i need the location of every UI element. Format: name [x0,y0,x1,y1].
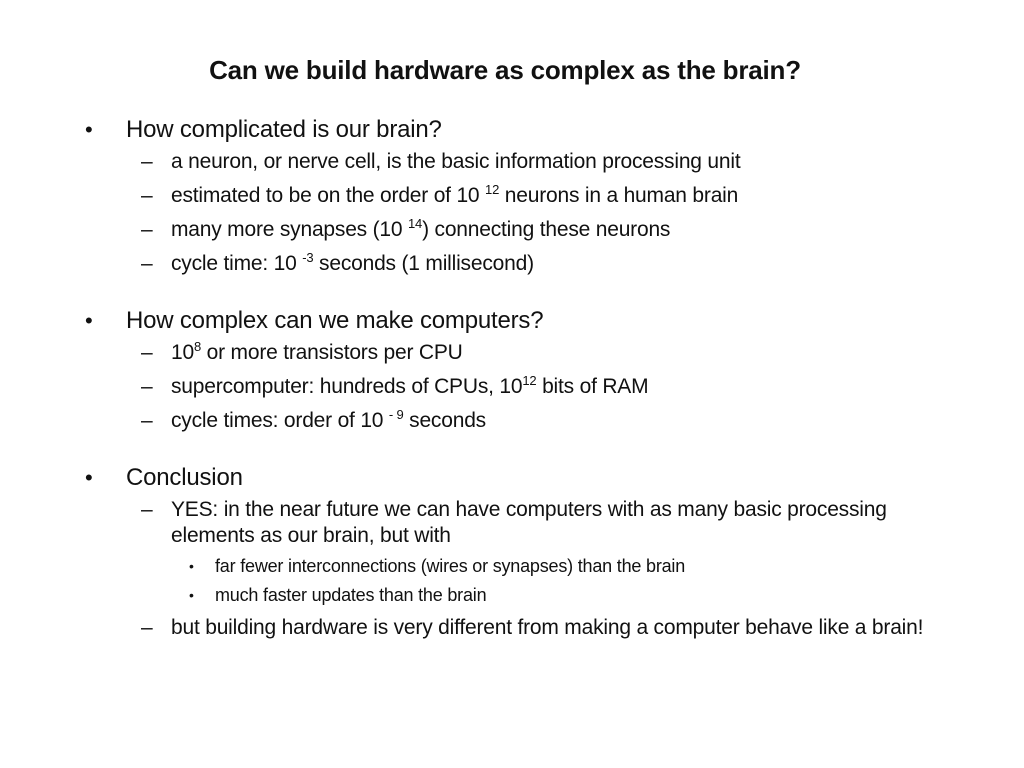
dash-mark: – [141,184,153,207]
superscript: -3 [302,250,314,266]
subitem-neuron: – a neuron, or nerve cell, is the basic … [85,149,965,175]
superscript: 12 [485,182,500,198]
subitem-text: YES: in the near future we can have comp… [171,498,887,547]
subitem-text-pre: supercomputer: hundreds of CPUs, 10 [171,375,523,398]
dash-mark: – [141,409,153,432]
dash-mark: – [141,341,153,364]
bullet-text: Conclusion [126,464,243,491]
subsubitem-text: much faster updates than the brain [215,585,487,605]
subitem-text-post: seconds [403,409,486,432]
bullet-computer-complexity: • How complex can we make computers? [85,305,965,337]
superscript: - 9 [388,407,404,423]
subsubitem-text: far fewer interconnections (wires or syn… [215,556,686,576]
bullet-mark: • [189,587,194,603]
subitem-brain-cycle-time: – cycle time: 10 -3 seconds (1 milliseco… [85,251,965,277]
subitem-text-pre: many more synapses (10 [171,218,409,241]
subitem-text: but building hardware is very different … [171,616,924,639]
subitem-supercomputer: – supercomputer: hundreds of CPUs, 1012 … [85,374,965,400]
dash-mark: – [141,616,153,639]
subitem-yes: – YES: in the near future we can have co… [85,497,965,549]
subitem-text-post: neurons in a human brain [499,184,739,207]
subitem-text-pre: estimated to be on the order of 10 [171,184,486,207]
superscript: 12 [522,373,537,389]
dash-mark: – [141,218,153,241]
subitem-but-building: – but building hardware is very differen… [85,615,965,641]
subitem-text-post: seconds (1 millisecond) [313,252,534,275]
subitem-synapses: – many more synapses (10 14) connecting … [85,217,965,243]
subitem-text-pre: 10 [171,341,194,364]
subitem-text-pre: cycle times: order of 10 [171,409,389,432]
dash-mark: – [141,375,153,398]
subitem-text-pre: cycle time: 10 [171,252,303,275]
bullet-mark: • [85,308,93,333]
bullet-mark: • [85,465,93,490]
subitem-transistors: – 108 or more transistors per CPU [85,340,965,366]
subsubitem-interconnections: • far fewer interconnections (wires or s… [85,554,965,578]
superscript: 14 [408,216,423,232]
subsubitem-updates: • much faster updates than the brain [85,583,965,607]
slide-content: • How complicated is our brain? – a neur… [85,114,965,641]
bullet-text: How complex can we make computers? [126,307,544,334]
subitem-text: a neuron, or nerve cell, is the basic in… [171,150,741,173]
dash-mark: – [141,252,153,275]
bullet-text: How complicated is our brain? [126,116,442,143]
dash-mark: – [141,150,153,173]
bullet-brain-complexity: • How complicated is our brain? [85,114,965,146]
slide-title: Can we build hardware as complex as the … [209,55,801,85]
superscript: 8 [193,339,202,355]
bullet-conclusion: • Conclusion [85,462,965,494]
subitem-neuron-count: – estimated to be on the order of 10 12 … [85,183,965,209]
bullet-mark: • [85,117,93,142]
dash-mark: – [141,498,153,521]
subitem-computer-cycle-time: – cycle times: order of 10 - 9 seconds [85,408,965,434]
subitem-text-post: ) connecting these neurons [422,218,671,241]
subitem-text-post: or more transistors per CPU [201,341,463,364]
subitem-text-post: bits of RAM [536,375,649,398]
bullet-mark: • [189,558,194,574]
